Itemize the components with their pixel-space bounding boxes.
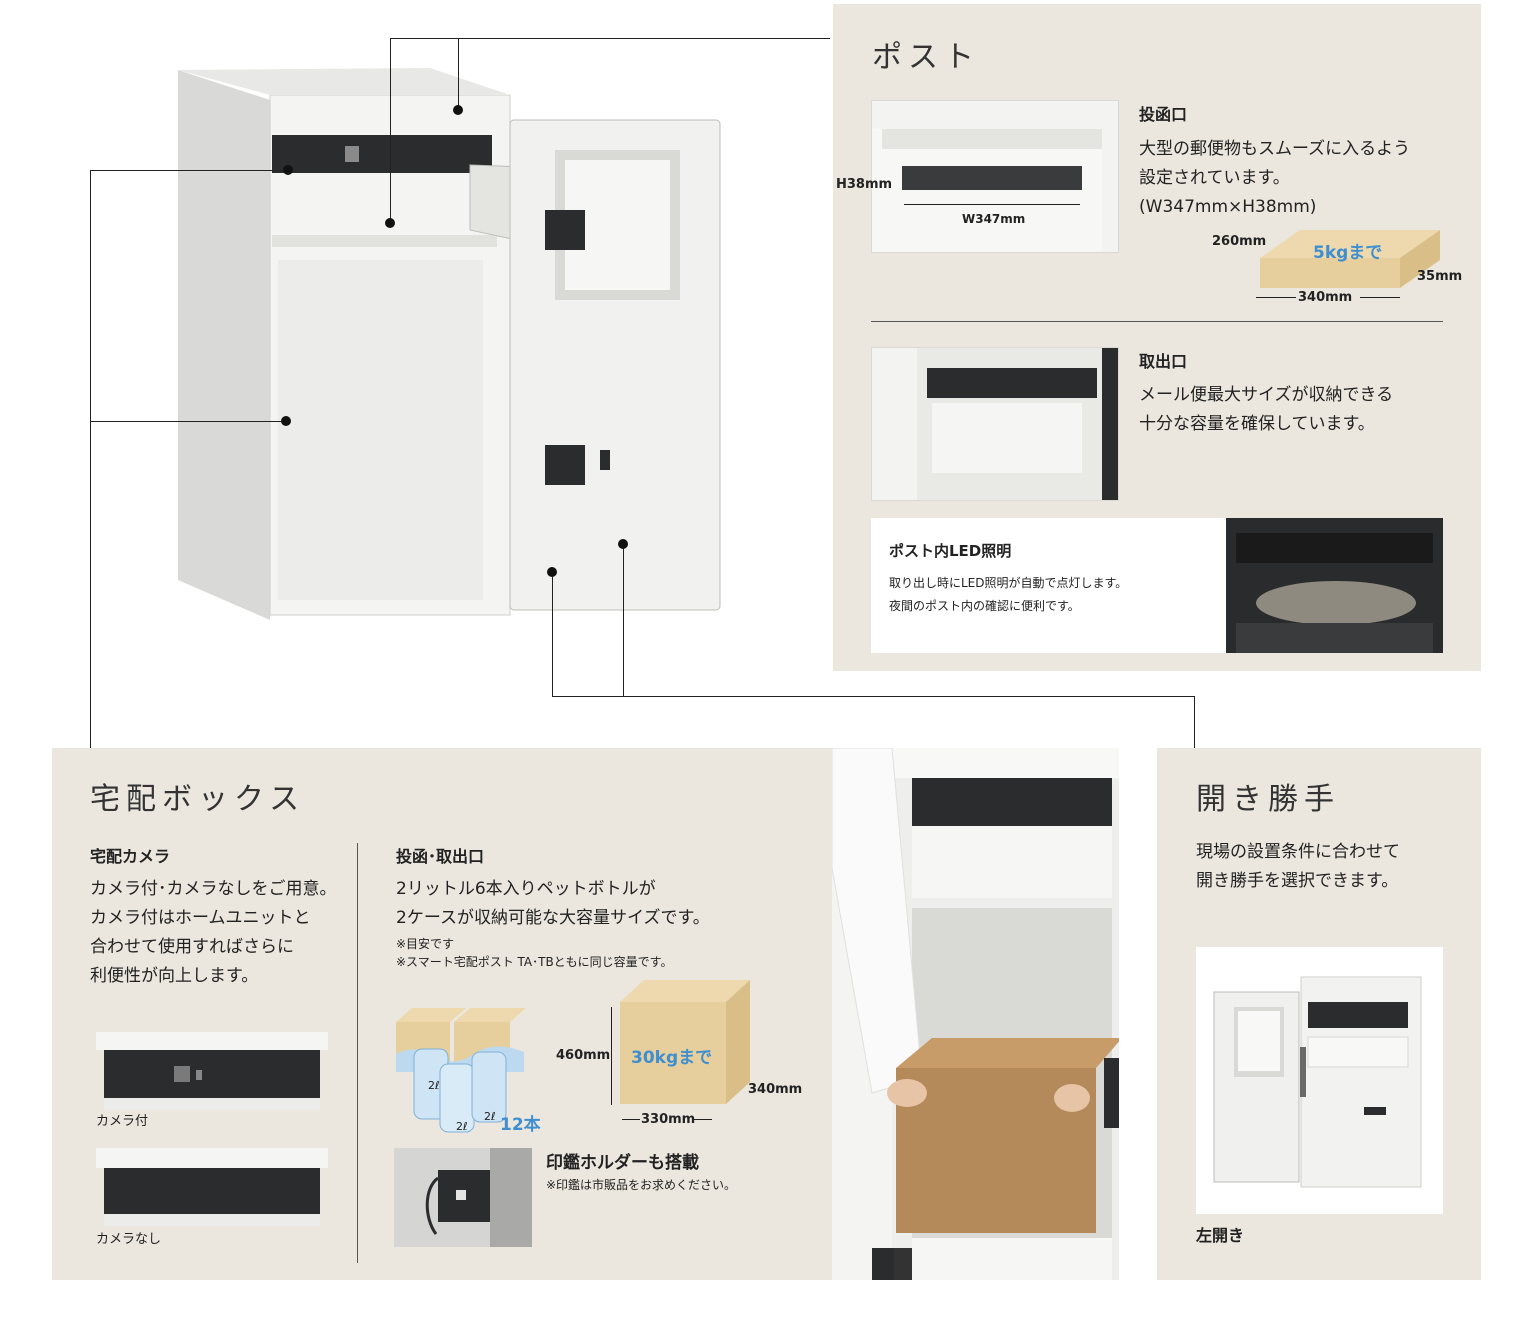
delivery-box-weight: 30kgまで — [631, 1048, 713, 1068]
delivery-title: 宅配ボックス — [90, 782, 306, 817]
delivery-slot-line-2: 2ケースが収納可能な大容量サイズです。 — [396, 908, 710, 928]
led-line-2: 夜間のポスト内の確認に便利です。 — [889, 599, 1080, 613]
delivery-slot-note-2: ※スマート宅配ポスト TA･TBともに同じ容量です。 — [396, 955, 673, 969]
door-caption: 左開き — [1196, 1226, 1245, 1245]
post-divider — [871, 321, 1443, 322]
led-photo — [1226, 518, 1443, 653]
led-line-1: 取り出し時にLED照明が自動で点灯します。 — [889, 576, 1128, 590]
parcel-width-label: 340mm — [1298, 290, 1353, 305]
stamp-note: ※印鑑は市販品をお求めください。 — [546, 1178, 737, 1192]
product-illustration — [170, 60, 730, 650]
bottle-label-2: 2ℓ — [456, 1120, 468, 1133]
camera-line-4: 利便性が向上します。 — [90, 966, 259, 986]
camera-without-photo — [96, 1148, 328, 1226]
camera-line-1: カメラ付･カメラなしをご用意。 — [90, 879, 337, 899]
post-title: ポスト — [872, 40, 980, 75]
led-heading: ポスト内LED照明 — [889, 542, 1012, 560]
delivery-slot-heading: 投函･取出口 — [396, 847, 485, 866]
post-slot-line-2: 設定されています。 — [1139, 168, 1290, 188]
delivery-box-graphic — [618, 978, 754, 1106]
delivery-box-depth: 340mm — [748, 1082, 803, 1097]
camera-heading: 宅配カメラ — [90, 847, 171, 866]
camera-without-label: カメラなし — [96, 1232, 162, 1247]
door-line-1: 現場の設置条件に合わせて — [1196, 842, 1400, 862]
post-outlet-photo — [871, 347, 1119, 501]
parcel-weight-label: 5kgまで — [1313, 243, 1383, 263]
stamp-heading: 印鑑ホルダーも搭載 — [546, 1153, 699, 1173]
stamp-holder-photo — [394, 1148, 532, 1247]
post-slot-heading: 投函口 — [1139, 105, 1188, 124]
delivery-slot-line-1: 2リットル6本入りペットボトルが — [396, 879, 656, 899]
post-outlet-line-2: 十分な容量を確保しています。 — [1139, 414, 1375, 434]
post-slot-line-1: 大型の郵便物もスムーズに入るよう — [1139, 139, 1411, 159]
delivery-usage-photo — [831, 747, 1122, 1280]
camera-with-label: カメラ付 — [96, 1114, 149, 1129]
door-left-open-photo — [1196, 947, 1443, 1214]
bottle-label-3: 2ℓ — [484, 1110, 496, 1123]
camera-with-photo — [96, 1032, 328, 1110]
parcel-height-label: 35mm — [1417, 269, 1463, 284]
camera-line-3: 合わせて使用すればさらに — [90, 937, 294, 957]
bottle-cases-graphic — [394, 1004, 534, 1134]
delivery-box-width: 330mm — [641, 1112, 696, 1127]
camera-line-2: カメラ付はホームユニットと — [90, 908, 311, 928]
delivery-box-height: 460mm — [556, 1048, 611, 1063]
slot-dim-h: H38mm — [836, 177, 893, 192]
post-outlet-heading: 取出口 — [1139, 352, 1188, 371]
bottle-label-1: 2ℓ — [428, 1079, 440, 1092]
bottle-count: 12本 — [500, 1115, 541, 1135]
door-title: 開き勝手 — [1196, 782, 1340, 817]
post-slot-photo — [871, 100, 1119, 253]
post-slot-line-3: (W347mm×H38mm) — [1139, 197, 1317, 217]
delivery-slot-note-1: ※目安です — [396, 937, 455, 951]
post-outlet-line-1: メール便最大サイズが収納できる — [1139, 385, 1394, 405]
delivery-column-divider — [357, 843, 358, 1263]
slot-dim-w: W347mm — [962, 212, 1026, 226]
door-line-2: 開き勝手を選択できます。 — [1196, 871, 1399, 891]
post-parcel-graphic — [1240, 228, 1445, 290]
parcel-depth-label: 260mm — [1212, 234, 1267, 249]
